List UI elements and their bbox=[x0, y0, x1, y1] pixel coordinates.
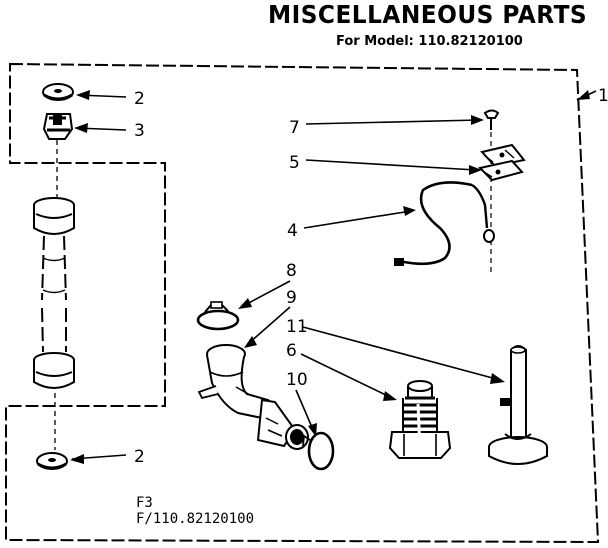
screw-part bbox=[483, 109, 500, 130]
callout-4: 4 bbox=[287, 221, 298, 241]
callout-7: 7 bbox=[289, 118, 300, 138]
callout-2-top: 2 bbox=[134, 89, 145, 109]
callout-11: 11 bbox=[286, 317, 308, 337]
callout-9: 9 bbox=[286, 288, 297, 308]
washer-part bbox=[42, 83, 74, 101]
figure-code-line1: F3 bbox=[136, 495, 153, 511]
washer-part-bottom bbox=[36, 452, 68, 470]
callout-5: 5 bbox=[289, 153, 300, 173]
nut-part bbox=[42, 113, 74, 140]
callout-8: 8 bbox=[286, 261, 297, 281]
callout-1: 1 bbox=[598, 86, 608, 106]
clamp-bracket-part bbox=[477, 143, 526, 182]
clamp-ring-part-lower bbox=[302, 431, 335, 471]
threaded-foot-part bbox=[388, 380, 452, 459]
model-subtitle: For Model: 110.82120100 bbox=[336, 34, 523, 49]
clamp-ring-part bbox=[196, 301, 240, 331]
callout-2-bottom: 2 bbox=[134, 447, 145, 467]
assembly-outline bbox=[5, 62, 600, 544]
ground-wire-part bbox=[394, 181, 495, 266]
elbow-hose-part bbox=[197, 344, 309, 450]
shaft-coupling-part bbox=[33, 197, 75, 389]
callout-10: 10 bbox=[286, 370, 308, 390]
page-title: MISCELLANEOUS PARTS bbox=[268, 0, 588, 29]
leveling-leg-part bbox=[488, 345, 548, 465]
figure-code-line2: F/110.82120100 bbox=[136, 511, 255, 527]
callout-6: 6 bbox=[286, 341, 297, 361]
callout-3: 3 bbox=[134, 121, 145, 141]
